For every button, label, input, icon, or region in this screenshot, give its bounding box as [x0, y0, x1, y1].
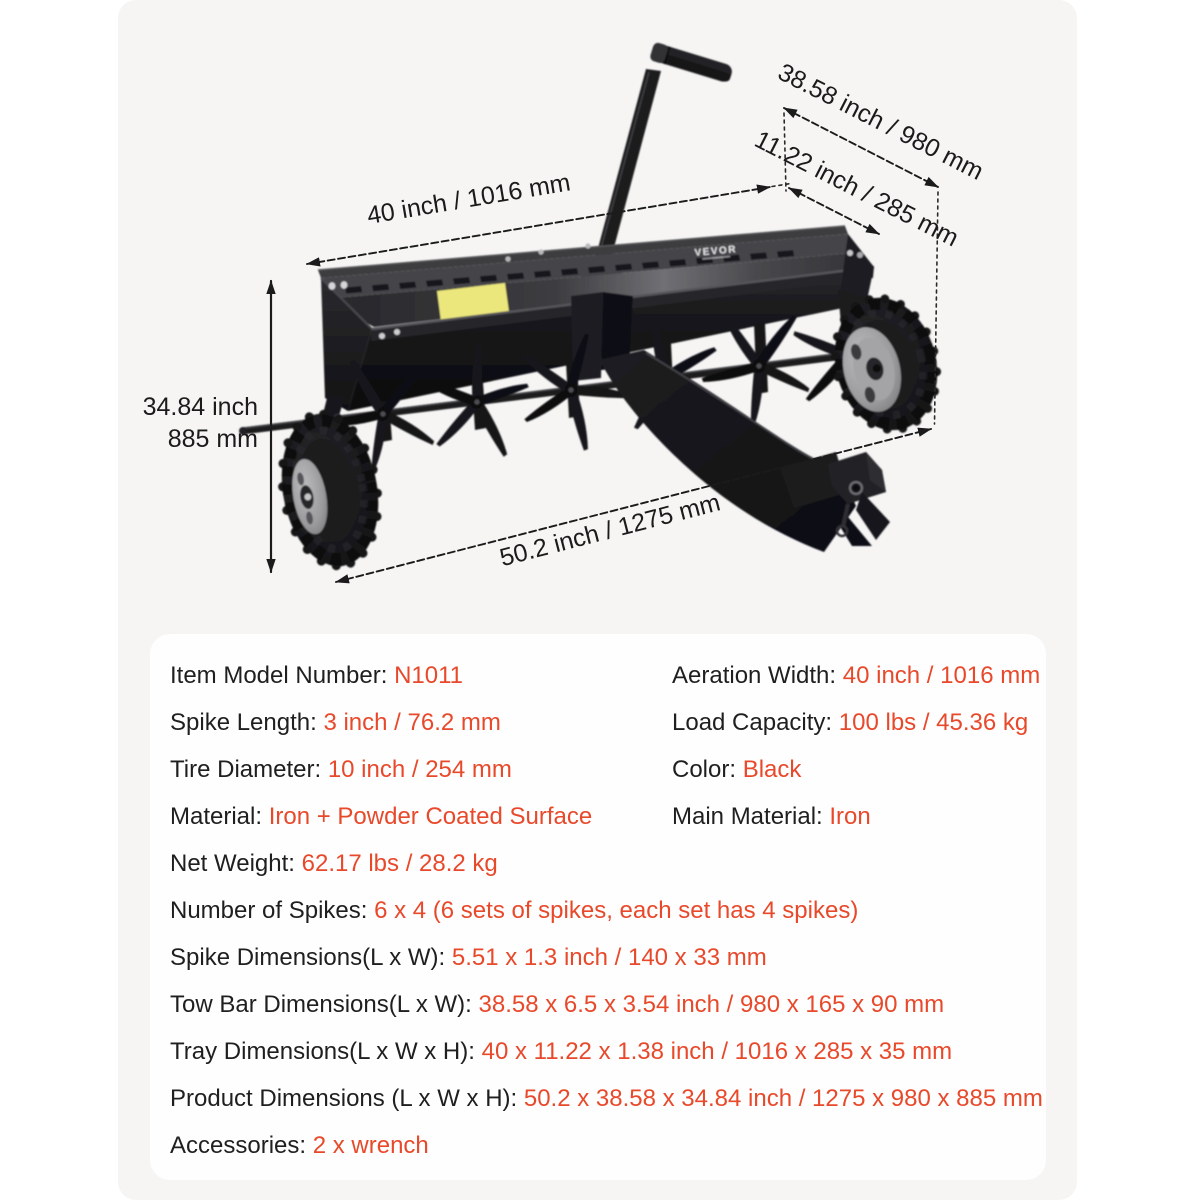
- spec-main-material: Main Material: Iron: [672, 803, 871, 830]
- spec-product-dimensions: Product Dimensions (L x W x H): 50.2 x 3…: [170, 1085, 1043, 1112]
- dim-height: 34.84 inch 885 mm: [143, 279, 276, 574]
- spec-card: Item Model Number: N1011 Spike Length: 3…: [150, 634, 1046, 1180]
- spec-color: Color: Black: [672, 756, 802, 783]
- svg-text:885 mm: 885 mm: [168, 425, 258, 453]
- spec-tire-diameter: Tire Diameter: 10 inch / 254 mm: [170, 756, 512, 783]
- spec-load-capacity: Load Capacity: 100 lbs / 45.36 kg: [672, 709, 1029, 736]
- svg-text:40 inch / 1016 mm: 40 inch / 1016 mm: [365, 168, 572, 230]
- spec-item-model-number: Item Model Number: N1011: [170, 662, 464, 689]
- spec-column-right: Aeration Width: 40 inch / 1016 mm Load C…: [672, 652, 1041, 840]
- svg-text:50.2 inch / 1275 mm: 50.2 inch / 1275 mm: [497, 488, 723, 572]
- spec-accessories: Accessories: 2 x wrench: [170, 1132, 429, 1159]
- spec-full-width: Number of Spikes: 6 x 4 (6 sets of spike…: [170, 887, 1043, 1169]
- right-wheel: [830, 290, 942, 434]
- spec-tow-bar-dimensions: Tow Bar Dimensions(L x W): 38.58 x 6.5 x…: [170, 991, 945, 1018]
- svg-text:34.84 inch: 34.84 inch: [143, 393, 258, 421]
- spec-tray-dimensions: Tray Dimensions(L x W x H): 40 x 11.22 x…: [170, 1038, 953, 1065]
- aerator-machine: VEVOR: [239, 42, 942, 571]
- spec-spike-dimensions: Spike Dimensions(L x W): 5.51 x 1.3 inch…: [170, 944, 767, 971]
- left-wheel: [278, 394, 382, 571]
- spec-column-left: Item Model Number: N1011 Spike Length: 3…: [170, 652, 650, 887]
- spec-aeration-width: Aeration Width: 40 inch / 1016 mm: [672, 662, 1041, 689]
- tray-label: [437, 283, 509, 321]
- spec-number-of-spikes: Number of Spikes: 6 x 4 (6 sets of spike…: [170, 897, 859, 924]
- spec-spike-length: Spike Length: 3 inch / 76.2 mm: [170, 709, 501, 736]
- spec-net-weight: Net Weight: 62.17 lbs / 28.2 kg: [170, 850, 498, 877]
- spec-material: Material: Iron + Powder Coated Surface: [170, 803, 593, 830]
